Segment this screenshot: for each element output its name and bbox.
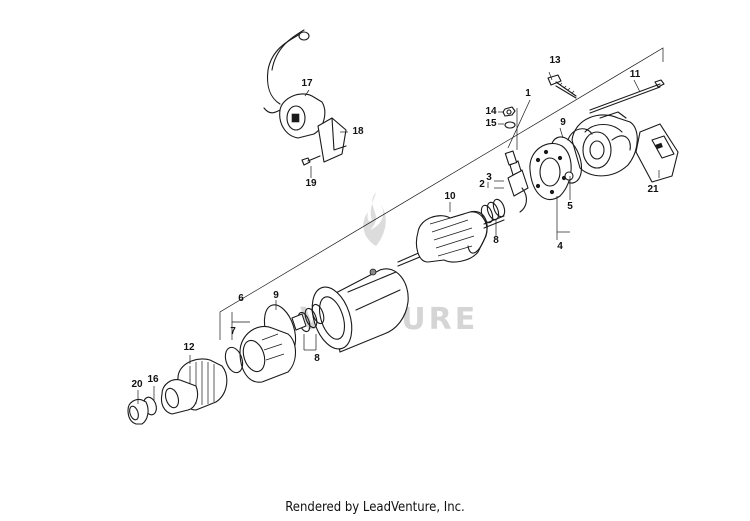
leader-lines (137, 71, 660, 404)
callout-20: 20 (131, 379, 143, 390)
callout-19: 19 (305, 178, 317, 189)
footer-credit: Rendered by LeadVenture, Inc. (285, 500, 465, 515)
callout-8-lower: 8 (314, 353, 320, 364)
drive-end-housing (239, 326, 297, 383)
callout-16: 16 (147, 374, 159, 385)
yoke-housing (311, 268, 409, 353)
nut-14 (502, 106, 516, 117)
screw-19 (301, 155, 321, 166)
brush-plate-assembly (529, 143, 574, 201)
washer-15 (504, 121, 516, 129)
callout-9-upper: 9 (560, 117, 566, 128)
bracket-18 (317, 117, 347, 163)
callout-18: 18 (352, 126, 364, 137)
leadventure-watermark-logo (363, 192, 386, 246)
callout-9-lower: 9 (273, 290, 279, 301)
callout-21: 21 (647, 184, 659, 195)
solenoid-17 (263, 29, 326, 139)
callout-13: 13 (549, 55, 561, 66)
washer-stack-lower-8 (291, 303, 325, 333)
callout-2: 2 (479, 179, 485, 190)
callout-17: 17 (301, 78, 313, 89)
brush-holder-3 (504, 150, 529, 213)
callout-8-upper: 8 (493, 235, 499, 246)
callout-7: 7 (230, 326, 236, 337)
callout-12: 12 (183, 342, 195, 353)
callout-3: 3 (486, 172, 492, 183)
brush-cover-21 (635, 123, 679, 183)
bolt-13 (547, 74, 577, 99)
callout-10: 10 (444, 191, 456, 202)
callout-1: 1 (525, 88, 531, 99)
o-ring-7 (224, 346, 244, 374)
callout-14: 14 (485, 106, 497, 117)
callout-4: 4 (557, 241, 563, 252)
armature-10 (397, 210, 505, 267)
callout-6: 6 (238, 293, 244, 304)
overrunning-clutch-12 (160, 358, 228, 415)
callout-15: 15 (485, 118, 497, 129)
stop-collar-20 (127, 398, 149, 425)
callout-5: 5 (567, 201, 573, 212)
through-bolt-11 (589, 79, 665, 114)
assembly-bracket-1 (219, 47, 664, 340)
rear-end-cover (567, 111, 638, 177)
callout-11: 11 (629, 69, 641, 80)
